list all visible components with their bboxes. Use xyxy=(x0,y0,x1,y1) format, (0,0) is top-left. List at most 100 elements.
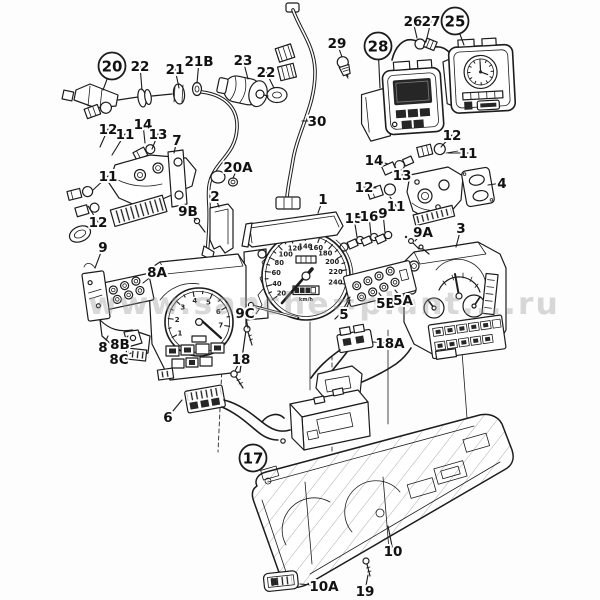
callout-label-12: 12 xyxy=(443,128,462,144)
screw-19 xyxy=(362,557,372,577)
callout-leader xyxy=(368,215,372,236)
callout-label-6: 6 xyxy=(163,410,172,426)
speedometer-number: 160 xyxy=(309,244,323,252)
tachometer-number: 1 xyxy=(178,330,183,338)
tachometer-tick xyxy=(183,294,186,298)
callout-leader xyxy=(234,358,242,372)
board-9 xyxy=(81,270,111,322)
callout-label-14: 14 xyxy=(134,117,153,133)
speedometer-number: 180 xyxy=(318,249,332,257)
callout-label-26: 26 xyxy=(404,14,423,30)
center-gauge-arc xyxy=(438,276,481,293)
speedometer-number: 220 xyxy=(329,268,343,276)
callout-leader xyxy=(174,68,180,89)
tachometer-tick xyxy=(221,306,227,311)
callout-leader xyxy=(401,169,407,176)
speedometer-tick xyxy=(271,295,278,301)
callout-label-8A: 8A xyxy=(147,265,167,281)
callout-circle xyxy=(440,6,470,36)
callout-leader xyxy=(387,525,394,552)
callout-label-10A: 10A xyxy=(309,579,339,595)
tachometer-tick xyxy=(224,325,231,327)
callout-leader xyxy=(343,299,351,315)
watermark: www.sanche=plant....ru xyxy=(88,287,560,322)
callout-leader xyxy=(378,292,387,304)
callout-label-12: 12 xyxy=(89,215,108,231)
speedometer-tick xyxy=(268,256,275,261)
tachometer-tick xyxy=(192,291,195,298)
clock-tick xyxy=(484,59,487,64)
callout-label-9C: 9C xyxy=(235,306,254,322)
warning-symbol-panel xyxy=(427,314,507,360)
indicator-windows xyxy=(156,342,225,381)
callout-label-17: 17 xyxy=(243,449,264,467)
callout-label-5A: 5A xyxy=(393,293,413,309)
wiring-harness-17 xyxy=(184,347,412,451)
speedometer-unit-label: km/h xyxy=(299,297,313,303)
clock-tick xyxy=(472,60,476,64)
callout-label-14: 14 xyxy=(365,153,384,169)
tachometer-tick xyxy=(218,298,221,302)
callout-leader xyxy=(111,133,126,156)
nut-21B xyxy=(191,81,203,97)
callout-label-11: 11 xyxy=(387,199,406,215)
callout-label-12: 12 xyxy=(355,180,374,196)
tachometer-number: 2 xyxy=(175,316,180,324)
clock-tick xyxy=(468,65,472,68)
clock-tick xyxy=(489,76,493,79)
callout-leader xyxy=(244,312,249,329)
callout-label-16: 16 xyxy=(360,209,379,225)
callout-label-11: 11 xyxy=(116,127,135,143)
callout-leader xyxy=(187,210,197,221)
speedometer-tick xyxy=(334,249,339,253)
callout-leader xyxy=(373,159,389,165)
speedometer-number: 100 xyxy=(279,250,293,258)
callout-label-3: 3 xyxy=(456,221,465,237)
tachometer-tick xyxy=(171,334,178,339)
callout-label-20A: 20A xyxy=(223,160,253,176)
callout-leader xyxy=(214,195,220,208)
callout-label-21B: 21B xyxy=(184,54,213,70)
callout-leader xyxy=(139,65,143,91)
callout-leader xyxy=(394,289,404,301)
callout-label-4: 4 xyxy=(497,176,506,192)
bulb-pcb-5 xyxy=(334,230,430,320)
clock-tick xyxy=(474,80,477,85)
tachometer-number: 3 xyxy=(180,304,185,312)
callout-label-9A: 9A xyxy=(413,225,433,241)
callout-leader xyxy=(414,231,424,242)
speedometer-number: 40 xyxy=(272,280,282,288)
callout-leader xyxy=(87,205,99,223)
callout-leader xyxy=(118,352,132,360)
callout-label-20: 20 xyxy=(102,57,123,75)
callout-leader xyxy=(173,139,178,154)
callout-label-12: 12 xyxy=(99,122,118,138)
callout-leader xyxy=(389,196,397,207)
callout-label-13: 13 xyxy=(149,127,168,143)
speedometer-number: 240 xyxy=(328,279,342,287)
callout-label-19: 19 xyxy=(356,584,375,600)
speedometer-cable-assembly xyxy=(61,81,239,260)
callout-label-5B: 5B xyxy=(376,296,396,312)
speedometer-number: 140 xyxy=(298,242,312,250)
tachometer-tick xyxy=(175,300,181,305)
callout-leader xyxy=(317,198,324,214)
speedometer-tick xyxy=(317,236,321,244)
clock-tick xyxy=(485,80,489,84)
callout-label-30: 30 xyxy=(308,114,327,130)
callout-leader xyxy=(94,246,104,269)
callout-leader xyxy=(232,166,239,179)
tachometer-number: 7 xyxy=(218,322,223,330)
callout-leader xyxy=(425,20,432,43)
bulb-pcb-8A xyxy=(101,273,155,310)
callout-leader xyxy=(119,335,129,345)
bulb-29 xyxy=(336,56,351,80)
callout-leader xyxy=(336,42,343,58)
callout-leader xyxy=(142,271,158,284)
callout-leader xyxy=(487,182,503,186)
callout-label-9B: 9B xyxy=(178,204,198,220)
callout-circle xyxy=(238,443,268,473)
callout-leader xyxy=(99,128,109,148)
